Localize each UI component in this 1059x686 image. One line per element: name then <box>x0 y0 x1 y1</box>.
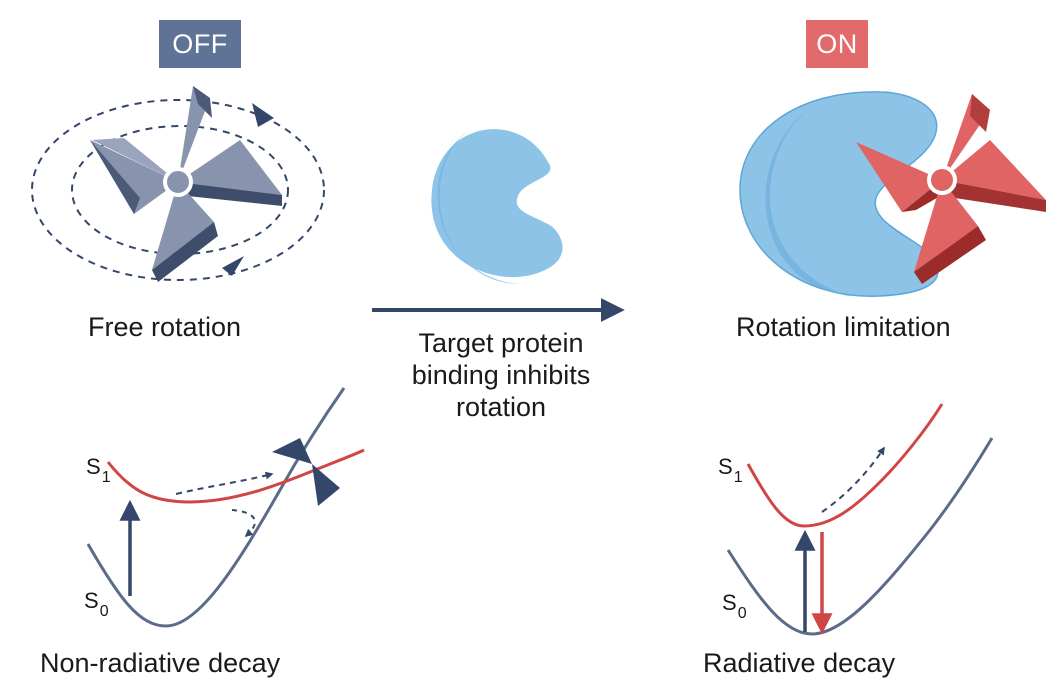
radiative-energy-diagram <box>726 403 994 636</box>
excited-path-arrow <box>821 446 885 513</box>
s1-state-label-left: S1 <box>86 454 111 487</box>
nonradiative-energy-diagram <box>86 387 365 628</box>
rotation-orbit-inner <box>71 125 289 255</box>
s1-curve-right <box>746 403 944 528</box>
off-badge: OFF <box>159 20 241 68</box>
gray-rotor <box>90 86 282 282</box>
non-radiative-decay-label: Non-radiative decay <box>40 648 281 678</box>
rotor-hub <box>163 167 193 197</box>
s0-state-label-right: S0 <box>722 590 747 623</box>
s0-state-label-left: S0 <box>84 588 109 621</box>
center-caption-line-1: Target protein <box>418 328 584 358</box>
rotation-limitation-label: Rotation limitation <box>736 312 951 342</box>
on-badge: ON <box>806 20 868 68</box>
target-protein <box>431 129 563 284</box>
red-rotor-hub <box>927 165 957 195</box>
s1-index: 1 <box>101 469 111 486</box>
conical-intersection-icon <box>272 438 340 506</box>
center-caption: Target protein binding inhibits rotation <box>372 327 630 423</box>
s1-state-label-right: S1 <box>718 454 743 487</box>
s1-curve-left <box>106 448 365 504</box>
s0-index: 0 <box>737 605 747 622</box>
s0-curve-right <box>726 437 994 636</box>
free-rotor-group <box>31 86 325 282</box>
s0-letter: S <box>722 590 737 615</box>
decay-path-arrow <box>231 509 256 538</box>
s0-curve-left <box>86 387 346 628</box>
s0-index: 0 <box>99 603 109 620</box>
free-rotation-label: Free rotation <box>88 312 242 342</box>
bound-rotor-group <box>739 91 1046 297</box>
orbit-arrowhead-bottom <box>222 256 244 276</box>
s1-index: 1 <box>733 469 743 486</box>
rotation-orbit-outer <box>31 99 325 281</box>
radiative-decay-label: Radiative decay <box>703 648 896 678</box>
relaxation-path-arrow <box>175 471 274 495</box>
center-caption-line-3: rotation <box>455 392 547 422</box>
orbit-arrowhead-top <box>252 103 274 127</box>
s1-letter: S <box>718 454 733 479</box>
center-caption-line-2: binding inhibits <box>411 360 591 390</box>
s0-letter: S <box>84 588 99 613</box>
s1-letter: S <box>86 454 101 479</box>
